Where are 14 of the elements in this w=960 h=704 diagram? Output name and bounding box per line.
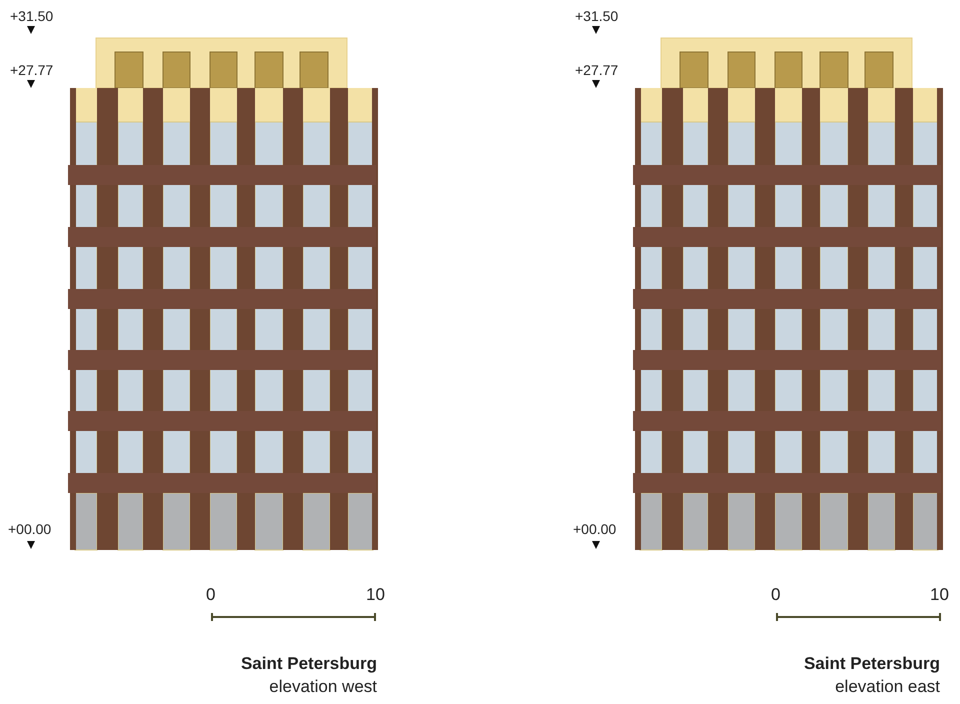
scale-label: 0 <box>771 585 780 605</box>
level-label: +27.77 <box>10 62 54 78</box>
scale-label: 10 <box>366 585 385 605</box>
scale-label: 0 <box>206 585 216 605</box>
project-title: Saint Petersburg <box>804 654 940 674</box>
level-label: +27.77 <box>575 62 618 78</box>
level-label: +31.50 <box>10 8 54 24</box>
level-label: +00.00 <box>8 521 52 537</box>
level-label: +31.50 <box>575 8 618 24</box>
drawing-caption: elevation west <box>269 677 377 697</box>
drawing-caption: elevation east <box>835 677 940 697</box>
level-label: +00.00 <box>573 521 616 537</box>
project-title: Saint Petersburg <box>240 654 377 674</box>
scale-label: 10 <box>930 585 949 605</box>
